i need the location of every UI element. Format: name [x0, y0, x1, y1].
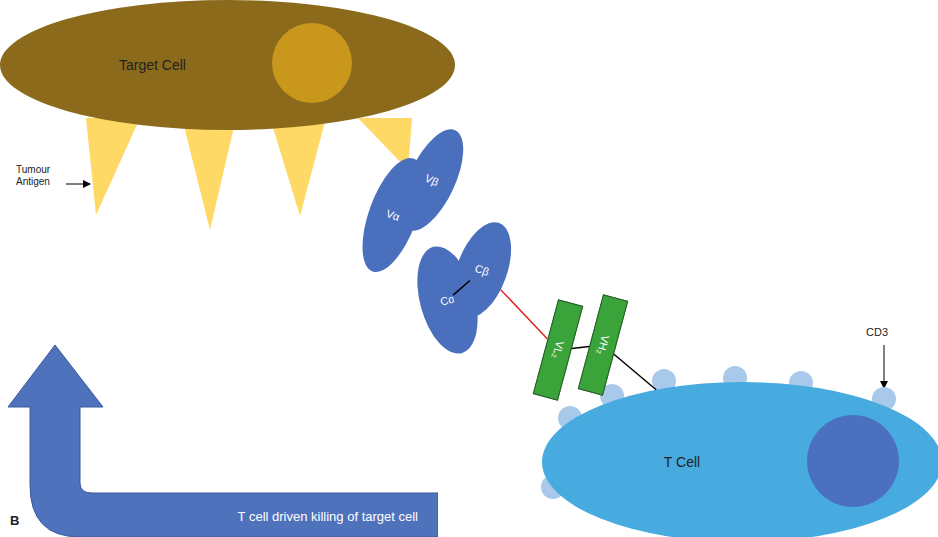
cell-nucleus	[272, 23, 352, 103]
node-text: Vβ	[423, 171, 441, 188]
node-text: T cell driven killing of target cell	[238, 510, 418, 525]
antigen-label: Tumour Antigen	[16, 164, 66, 187]
linker-line	[453, 280, 470, 295]
linker-line	[501, 290, 548, 339]
cell-nucleus	[807, 415, 899, 507]
t-cell: T Cell	[542, 382, 938, 537]
node-text: Cβ	[473, 262, 491, 279]
marker-label: CD3	[866, 326, 906, 339]
node-text: T Cell	[664, 454, 700, 470]
tumour-antigen	[270, 118, 326, 216]
tumour-antigen	[182, 118, 236, 230]
node-text: Target Cell	[119, 57, 186, 73]
panel-letter: B	[10, 514, 30, 529]
node-text: VH₂	[594, 334, 611, 356]
scfv-domain: VL₂	[533, 299, 583, 400]
node-text: Vα	[384, 207, 401, 224]
leader-arrow	[884, 345, 885, 388]
scfv-domain: VH₂	[578, 294, 628, 395]
linker-line	[572, 347, 589, 349]
leader-arrow	[66, 184, 90, 185]
linker-line	[614, 354, 656, 390]
node-text: VL₂	[550, 340, 567, 360]
arrow-outline	[8, 345, 438, 537]
process-arrow: T cell driven killing of target cell	[8, 345, 438, 537]
target-cell: Target Cell	[0, 0, 455, 130]
tumour-antigen	[86, 118, 140, 215]
arrow-shape	[8, 345, 438, 537]
